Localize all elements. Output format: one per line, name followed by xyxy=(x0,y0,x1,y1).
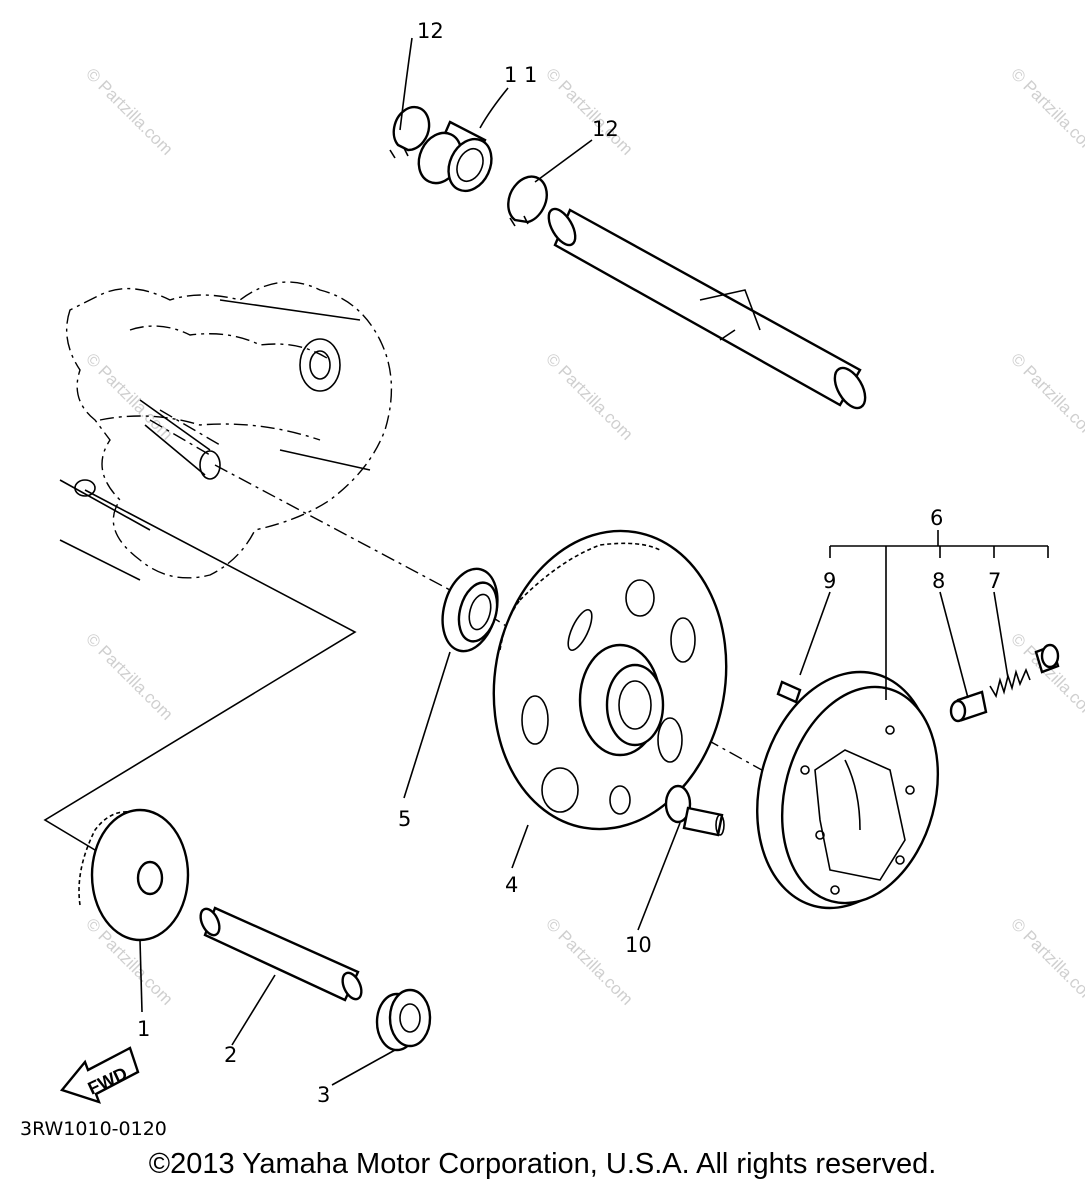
callout-5: 5 xyxy=(398,807,411,831)
callout-7: 7 xyxy=(988,569,1001,593)
callout-1: 1 xyxy=(137,1017,150,1041)
part-2-pin xyxy=(199,906,363,1002)
part-10-bolt xyxy=(664,784,725,837)
part-3-bushing xyxy=(375,988,432,1052)
watermark: © Partzilla.com xyxy=(1007,64,1085,158)
part-5-washer xyxy=(441,567,499,653)
diagram-code: 3RW1010-0120 xyxy=(20,1118,167,1140)
callout-9: 9 xyxy=(823,569,836,593)
watermarks: © Partzilla.com © Partzilla.com © Partzi… xyxy=(82,64,1085,1008)
callout-10: 10 xyxy=(625,933,652,957)
part-6-bolt xyxy=(1034,643,1060,674)
idler-shaft xyxy=(547,207,867,410)
watermark: © Partzilla.com xyxy=(1007,349,1085,443)
callout-6: 6 xyxy=(930,506,943,530)
part-12-circlip-upper xyxy=(389,105,431,159)
watermark: © Partzilla.com xyxy=(542,64,636,158)
part-8-plunger xyxy=(949,690,988,723)
part-9-roller xyxy=(776,680,802,704)
copyright-notice: ©2013 Yamaha Motor Corporation, U.S.A. A… xyxy=(148,1148,937,1180)
callout-11: 1 1 xyxy=(504,63,537,87)
fwd-arrow: FWD xyxy=(59,1046,140,1104)
watermark: © Partzilla.com xyxy=(1007,629,1085,723)
callout-12-right: 12 xyxy=(592,117,619,141)
watermark: © Partzilla.com xyxy=(1007,914,1085,1008)
part-4-starter-gear xyxy=(492,529,728,831)
callouts: 12 1 1 12 6 9 8 7 5 4 10 1 2 3 xyxy=(137,19,1001,1107)
part-12-circlip-lower xyxy=(507,175,548,227)
part-11-collar xyxy=(417,120,493,193)
leader-lines xyxy=(139,37,1049,1086)
callout-12-top: 12 xyxy=(417,19,444,43)
crankcase-outline xyxy=(59,281,393,581)
callout-4: 4 xyxy=(505,873,518,897)
watermark: © Partzilla.com xyxy=(542,349,636,443)
callout-8: 8 xyxy=(932,569,945,593)
watermark: © Partzilla.com xyxy=(82,64,176,158)
callout-3: 3 xyxy=(317,1083,330,1107)
part-7-spring xyxy=(989,667,1031,699)
watermark: © Partzilla.com xyxy=(542,914,636,1008)
part-6-starter-clutch xyxy=(756,670,940,910)
callout-2: 2 xyxy=(224,1043,237,1067)
watermark: © Partzilla.com xyxy=(82,349,176,443)
watermark: © Partzilla.com xyxy=(82,629,176,723)
